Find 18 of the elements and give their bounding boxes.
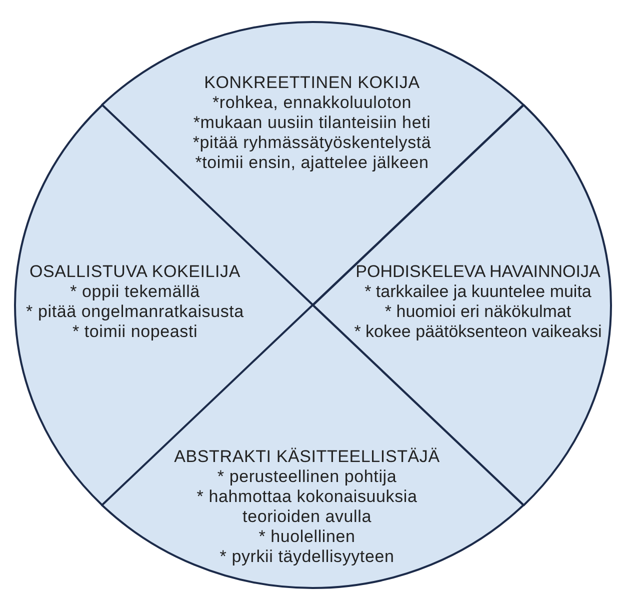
list-item: * tarkkailee ja kuuntelee muita — [364, 282, 592, 302]
list-item: * huolellinen — [258, 527, 356, 547]
list-item: *pitää ryhmässätyöskentelystä — [192, 133, 432, 153]
list-item: *toimii ensin, ajattelee jälkeen — [195, 153, 429, 173]
quadrant-heading: POHDISKELEVA HAVAINNOIJA — [356, 262, 600, 282]
list-item: * oppii tekemällä — [70, 282, 200, 302]
list-item: * toimii nopeasti — [72, 322, 198, 342]
quadrant-heading: ABSTRAKTI KÄSITTEELLISTÄJÄ — [174, 447, 440, 467]
quadrant-heading: KONKREETTINEN KOKIJA — [204, 73, 420, 93]
list-item: * huomioi eri näkökulmat — [384, 302, 572, 322]
list-item: *rohkea, ennakkoluuloton — [212, 93, 412, 113]
list-item: * perusteellinen pohtija — [217, 467, 397, 487]
list-item: * pitää ongelmanratkaisusta — [26, 302, 244, 322]
quadrant-heading: OSALLISTUVA KOKEILIJA — [29, 262, 240, 282]
list-item: *mukaan uusiin tilanteisiin heti — [193, 113, 431, 133]
list-item: * pyrkii täydellisyyteen — [220, 547, 394, 567]
list-item: * hahmottaa kokonaisuuksia teorioiden avulla — [196, 487, 418, 527]
list-item: * kokee päätöksenteon vaikeaksi — [354, 322, 602, 342]
